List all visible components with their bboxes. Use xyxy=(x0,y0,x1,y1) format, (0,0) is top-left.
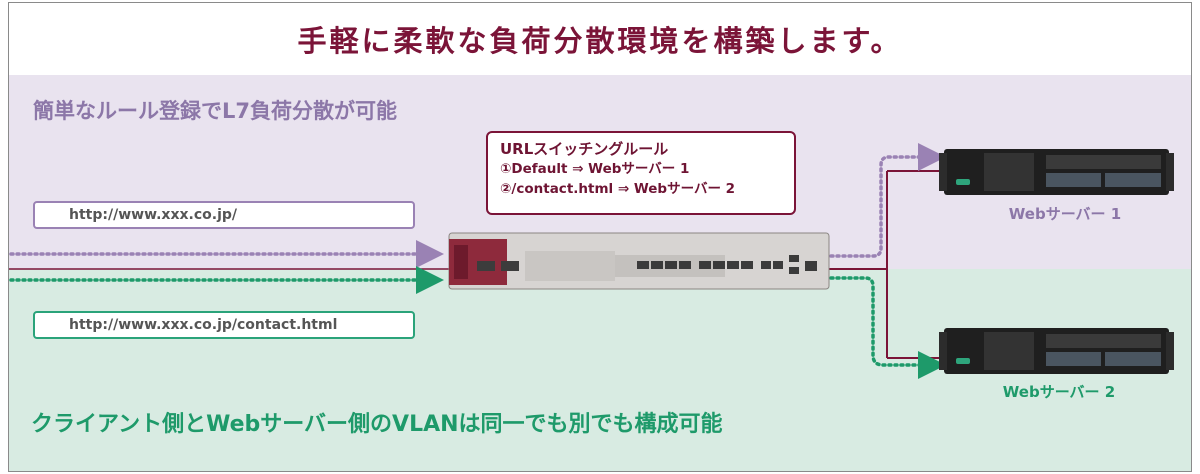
web-server-2-icon xyxy=(939,328,1174,374)
purple-flow xyxy=(9,143,946,268)
green-flow xyxy=(9,266,946,379)
rule-box-title: URLスイッチングルール xyxy=(500,140,669,158)
flow-diagram xyxy=(9,143,1174,379)
server-1-label: Webサーバー 1 xyxy=(1008,205,1122,223)
server-2-label: Webサーバー 2 xyxy=(1002,383,1116,401)
web-server-1-icon xyxy=(939,149,1174,195)
url-switching-rule-box: URLスイッチングルール ①Default ⇒ Webサーバー 1 ②/cont… xyxy=(486,131,796,215)
url-box-1: http://www.xxx.co.jp/ xyxy=(33,201,415,229)
url-box-2: http://www.xxx.co.jp/contact.html xyxy=(33,311,415,339)
load-balancer-device xyxy=(448,232,830,290)
page-title: 手軽に柔軟な負荷分散環境を構築します。 xyxy=(297,24,903,58)
rule-item-2: ②/contact.html ⇒ Webサーバー 2 xyxy=(500,181,736,197)
diagram-frame: 手軽に柔軟な負荷分散環境を構築します。 xyxy=(8,2,1192,472)
rule-item-1: ①Default ⇒ Webサーバー 1 xyxy=(500,161,690,177)
top-band-label: 簡単なルール登録でL7負荷分散が可能 xyxy=(33,99,397,123)
bottom-band-label: クライアント側とWebサーバー側のVLANは同一でも別でも構成可能 xyxy=(31,412,723,437)
